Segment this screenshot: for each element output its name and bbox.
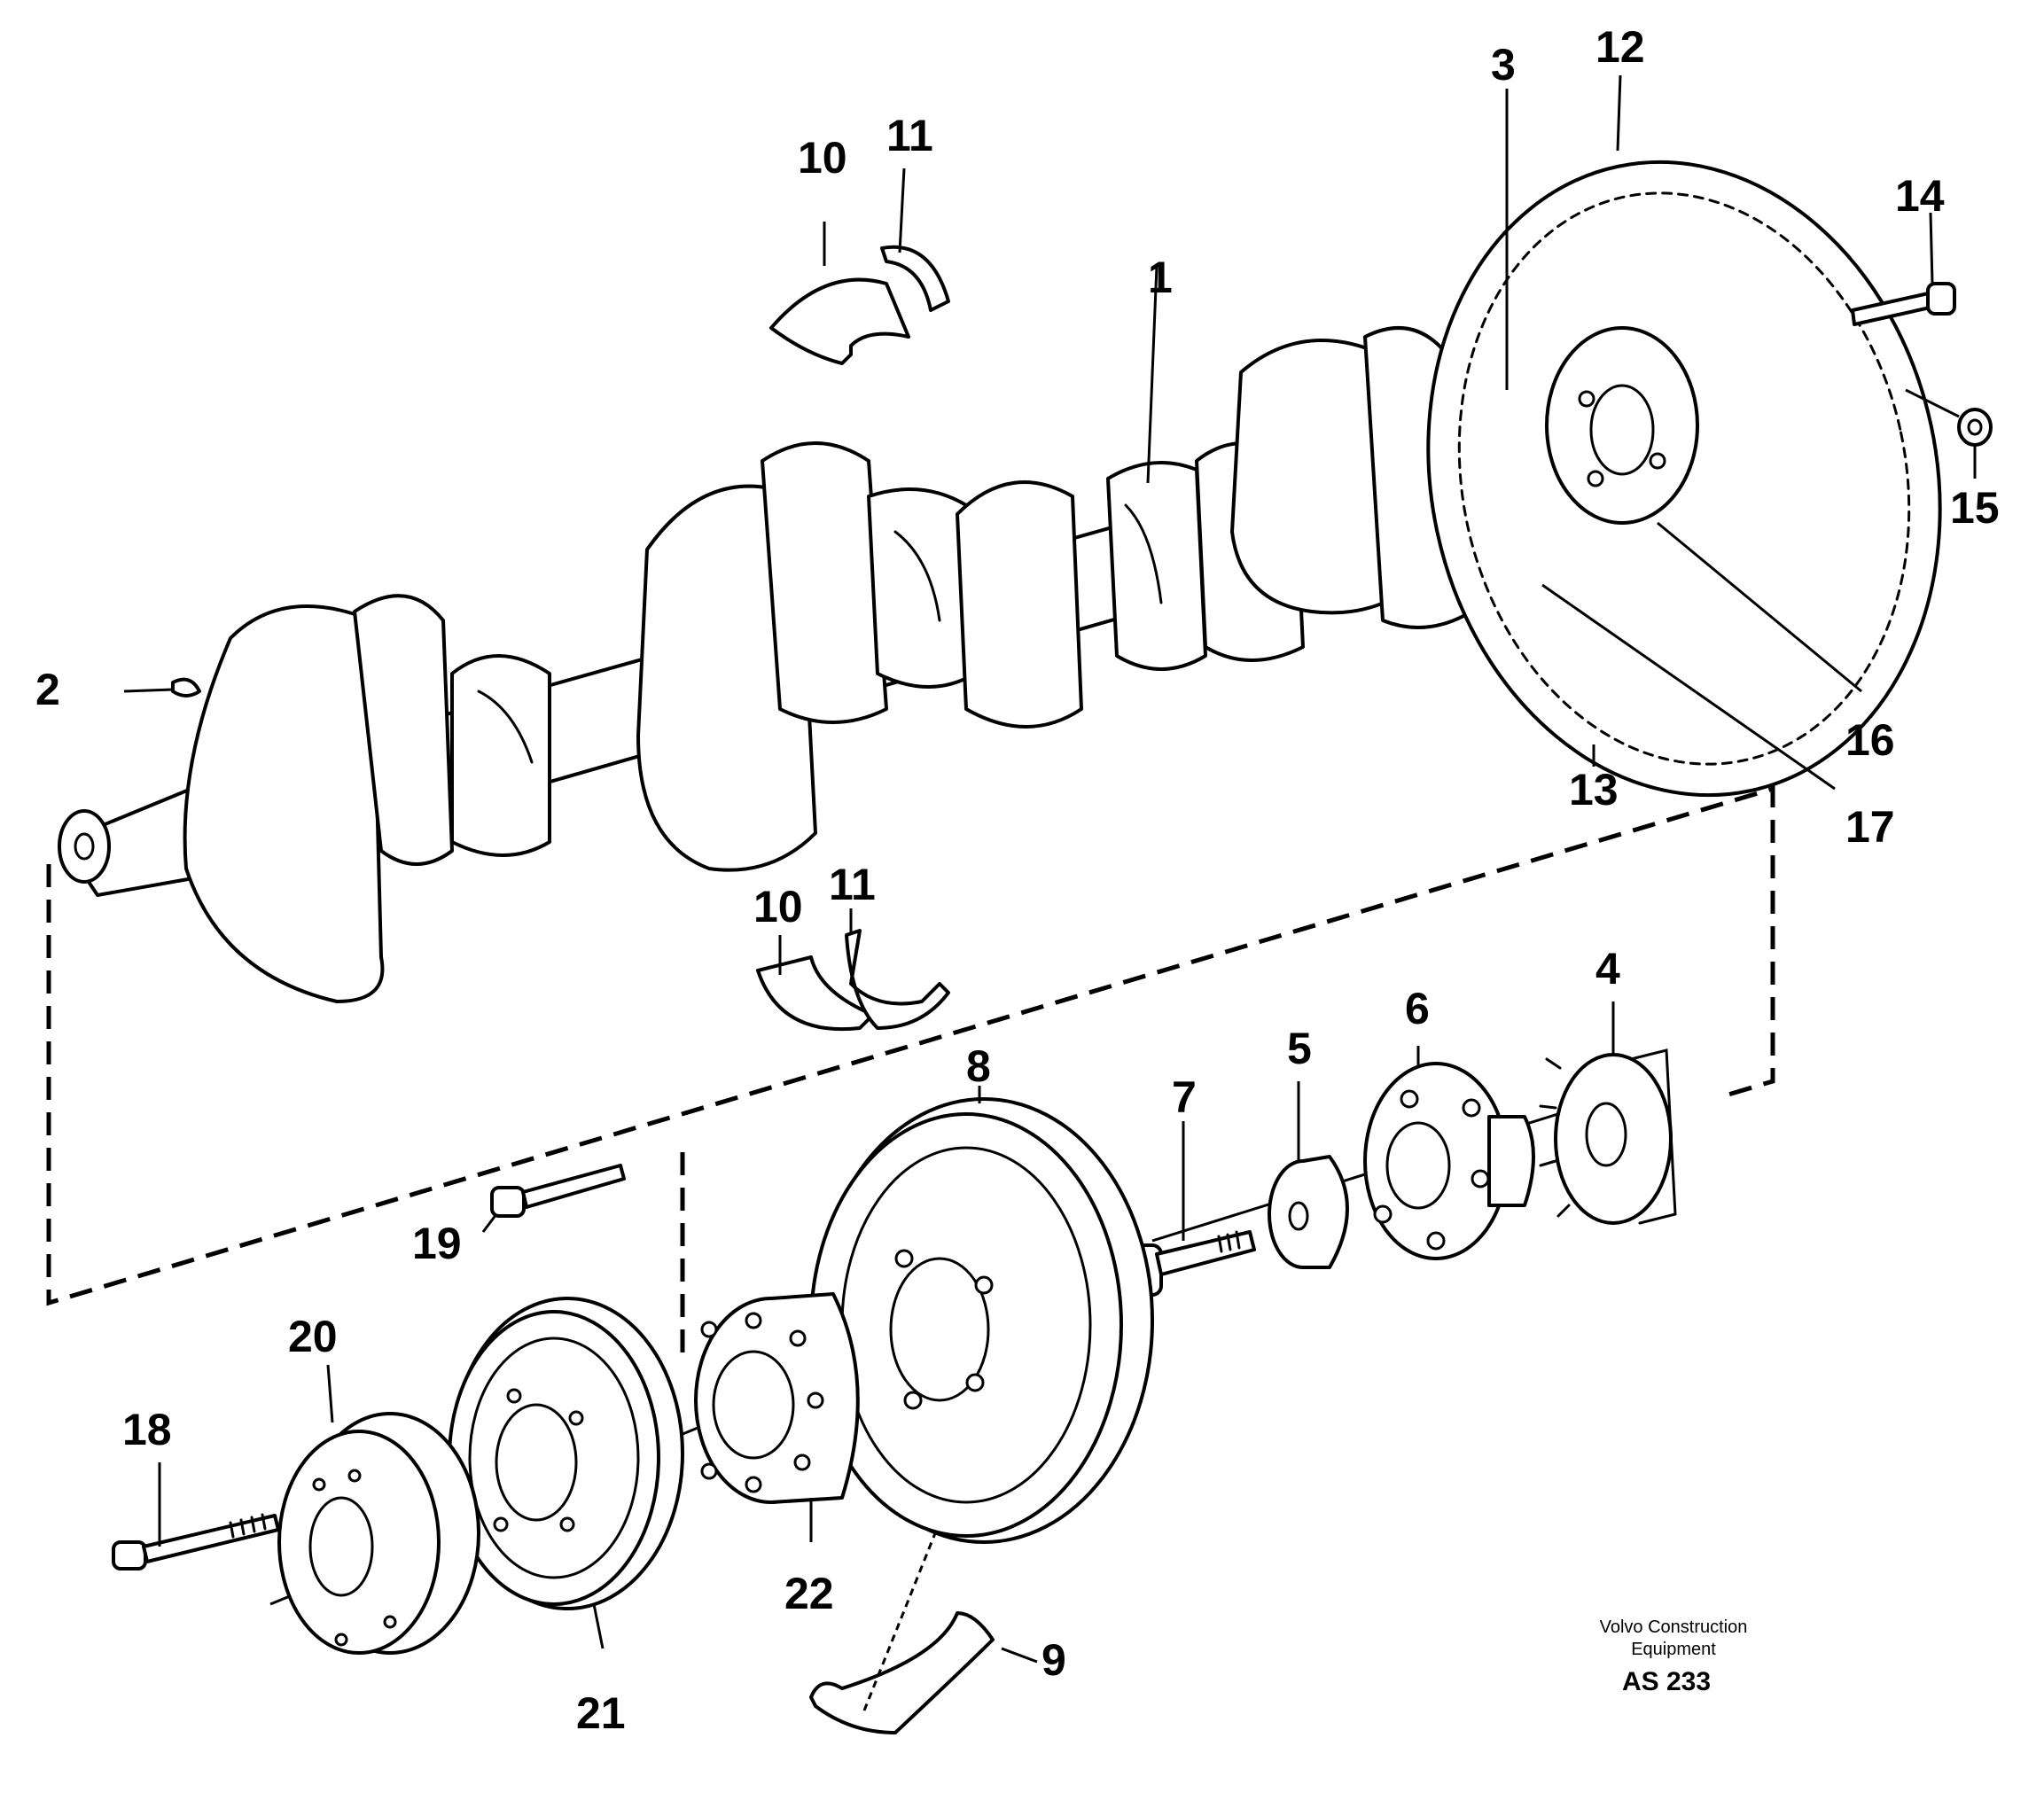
callout-7: 7 [1172,1072,1197,1122]
flywheel [1426,160,1942,798]
credit-line-1: Volvo Construction [1600,1617,1748,1637]
callout-13: 13 [1569,765,1619,814]
callout-16: 16 [1845,715,1895,765]
callout-3: 3 [1491,40,1516,90]
callout-15: 15 [1950,483,2000,533]
socket-screw [490,1164,626,1218]
callout-20: 20 [288,1312,338,1361]
figure-reference: AS 233 [1622,1667,1711,1696]
callout-5: 5 [1287,1024,1312,1073]
woodruff-key [171,677,201,698]
callout-14: 14 [1895,171,1945,221]
pulley-large [448,1297,684,1610]
pulley-small [277,1412,480,1655]
callout-21: 21 [576,1688,626,1738]
damper-spacer [694,1292,860,1504]
callout-9: 9 [1042,1635,1066,1685]
callout-10-bottom: 10 [753,882,803,931]
flywheel-bolt [1851,282,1956,326]
thrust-washer [809,1532,995,1734]
callout-8: 8 [966,1041,991,1091]
bearing-shell-upper [769,245,950,365]
callout-22: 22 [784,1569,834,1618]
callout-2: 2 [35,665,60,714]
leader-lines [123,74,1977,1664]
callout-1: 1 [1148,253,1173,302]
crankshaft-hub [1363,1062,1535,1260]
vibration-damper [809,1097,1154,1544]
callout-6: 6 [1405,984,1430,1033]
callout-10-top: 10 [798,133,847,183]
callout-11-top: 11 [886,111,933,160]
bearing-shell-lower [756,929,950,1032]
assembly-line [1728,784,1775,1097]
callout-12: 12 [1595,22,1645,72]
callout-4: 4 [1595,944,1620,994]
crankshaft-gear [1539,1048,1677,1225]
credit-line-2: Equipment [1631,1640,1716,1659]
callout-11-bottom: 11 [829,860,876,909]
pulley-bolt [112,1513,280,1570]
callout-17: 17 [1845,802,1895,852]
callout-18: 18 [122,1405,172,1454]
callout-19: 19 [412,1219,462,1268]
spacer-washer [1268,1155,1349,1269]
